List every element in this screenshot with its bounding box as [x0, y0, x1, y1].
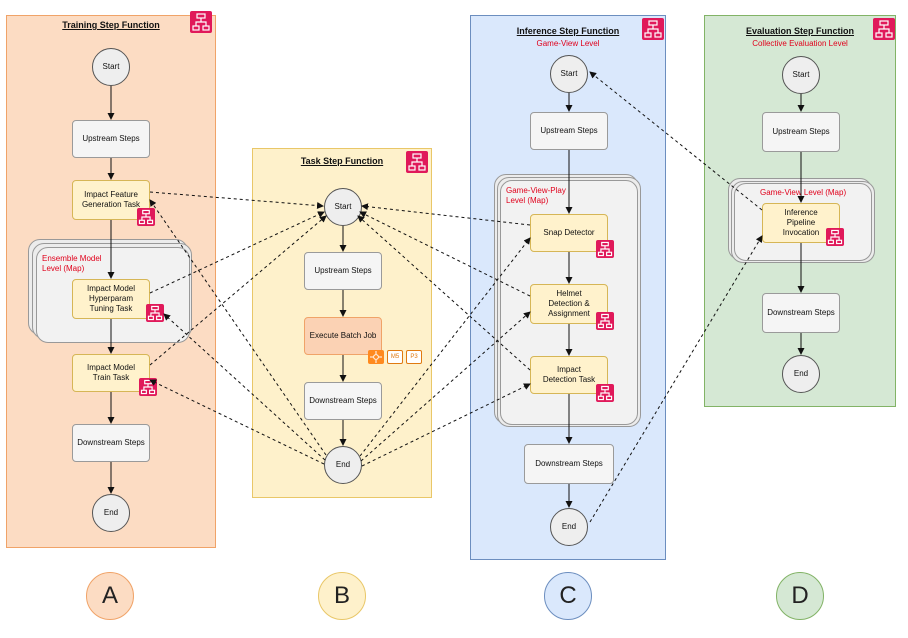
downstream-steps: Downstream Steps — [304, 382, 382, 420]
end-node: End — [782, 355, 820, 393]
downstream-steps: Downstream Steps — [762, 293, 840, 333]
step-functions-icon — [137, 208, 155, 226]
step-functions-icon — [596, 384, 614, 402]
batch-icon — [368, 350, 384, 364]
label-d: D — [776, 572, 824, 620]
upstream-steps: Upstream Steps — [304, 252, 382, 290]
panel-c-title: Inference Step Function — [516, 26, 620, 36]
step-functions-icon — [596, 240, 614, 258]
map-label: Game-View Level (Map) — [760, 188, 847, 197]
label-c: C — [544, 572, 592, 620]
step-functions-icon — [146, 304, 164, 322]
label-b: B — [318, 572, 366, 620]
start-node: Start — [324, 188, 362, 226]
end-node: End — [550, 508, 588, 546]
upstream-steps: Upstream Steps — [762, 112, 840, 152]
step-functions-icon — [139, 378, 157, 396]
panel-d-title: Evaluation Step Function — [745, 26, 854, 36]
label-a: A — [86, 572, 134, 620]
start-node: Start — [782, 56, 820, 94]
step-functions-icon — [642, 18, 664, 40]
map-label: Game-View-Play Level (Map) — [506, 186, 566, 205]
panel-c-subtitle: Game-View Level — [536, 39, 600, 48]
panel-a-title: Training Step Function — [62, 20, 160, 30]
step-functions-icon — [190, 11, 212, 33]
invocation-arrows — [149, 71, 763, 523]
downstream-steps: Downstream Steps — [524, 444, 614, 484]
downstream-steps: Downstream Steps — [72, 424, 150, 462]
ec2-instance-icon: P3 — [406, 350, 422, 364]
panel-d-subtitle: Collective Evaluation Level — [752, 39, 848, 48]
impact-model-train-task: Impact Model Train Task — [72, 354, 150, 392]
map-label: Ensemble Model Level (Map) — [42, 254, 102, 273]
end-node: End — [324, 446, 362, 484]
step-functions-icon — [406, 151, 428, 173]
ec2-instance-icon: M5 — [387, 350, 403, 364]
start-node: Start — [550, 55, 588, 93]
start-node: Start — [92, 48, 130, 86]
end-node: End — [92, 494, 130, 532]
step-functions-icon — [873, 18, 895, 40]
step-functions-icon — [826, 228, 844, 246]
upstream-steps: Upstream Steps — [530, 112, 608, 150]
panel-b-title: Task Step Function — [300, 156, 384, 166]
upstream-steps: Upstream Steps — [72, 120, 150, 158]
step-functions-icon — [596, 312, 614, 330]
impact-model-hyperparam-tuning-task: Impact Model Hyperparam Tuning Task — [72, 279, 150, 319]
